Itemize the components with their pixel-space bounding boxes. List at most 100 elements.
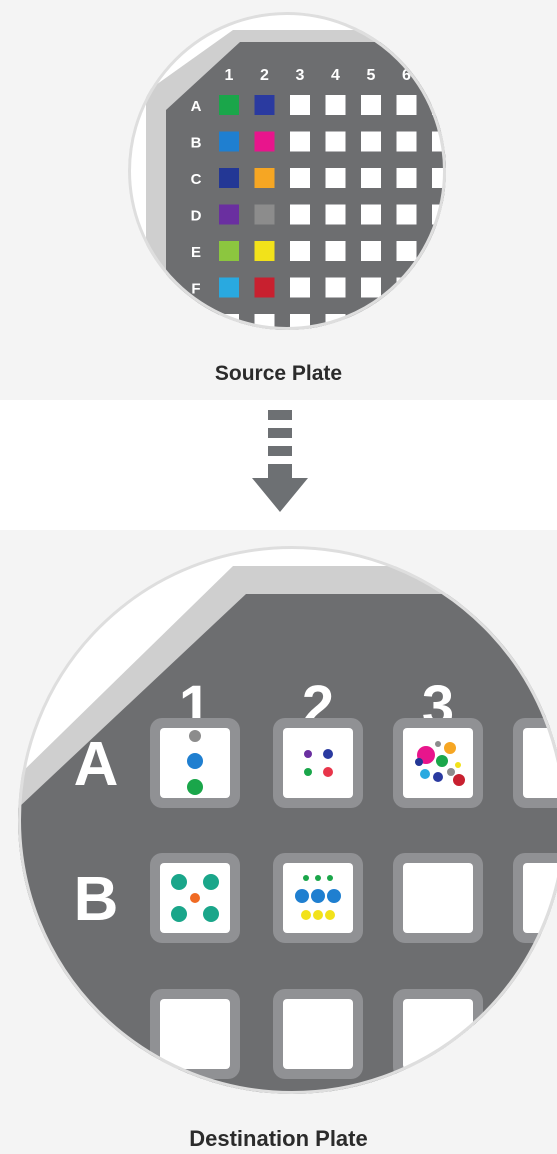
well-interior <box>403 863 473 933</box>
destination-well <box>513 853 557 943</box>
compound-droplet <box>301 910 311 920</box>
source-column-label: 6 <box>402 67 411 84</box>
compound-droplet <box>420 769 430 779</box>
source-filled-well <box>219 277 239 298</box>
destination-well <box>273 718 363 808</box>
compound-droplet <box>203 906 219 922</box>
destination-row-label: A <box>74 730 119 799</box>
source-empty-well <box>361 204 381 225</box>
source-row-label: D <box>191 208 202 225</box>
source-filled-well <box>219 241 239 261</box>
source-empty-well <box>396 131 417 152</box>
compound-droplet <box>323 749 333 759</box>
source-filled-well <box>219 95 239 115</box>
source-empty-well <box>361 95 381 115</box>
compound-droplet <box>203 874 219 890</box>
source-empty-well <box>290 277 310 298</box>
source-empty-well <box>290 131 310 152</box>
compound-droplet <box>313 910 323 920</box>
arrow-dash-1 <box>268 410 292 420</box>
source-column-label: 5 <box>367 67 376 84</box>
destination-well <box>513 718 557 808</box>
compound-droplet <box>435 741 441 747</box>
source-empty-well <box>325 131 346 152</box>
source-empty-well <box>325 204 346 225</box>
source-empty-well <box>325 95 346 115</box>
source-empty-well <box>325 277 346 298</box>
compound-droplet <box>327 875 333 881</box>
compound-droplet <box>189 730 201 742</box>
compound-droplet <box>303 875 309 881</box>
source-empty-well <box>325 168 346 188</box>
source-row-label: E <box>191 244 201 261</box>
source-empty-well <box>396 168 417 188</box>
well-interior <box>523 863 557 933</box>
source-filled-well <box>219 168 239 188</box>
source-empty-well <box>361 168 381 188</box>
source-empty-well <box>290 204 310 225</box>
source-column-label: 4 <box>331 67 340 84</box>
destination-well <box>393 718 483 808</box>
down-arrow-icon <box>252 410 308 512</box>
source-column-label: 3 <box>296 67 305 84</box>
well-interior <box>523 728 557 798</box>
source-empty-well <box>361 277 381 298</box>
arrow-dash-3 <box>268 446 292 456</box>
destination-row-label: B <box>74 865 119 934</box>
compound-droplet <box>171 906 187 922</box>
destination-well <box>273 989 363 1079</box>
source-empty-well <box>290 95 310 115</box>
source-empty-well <box>290 241 310 261</box>
source-empty-well <box>325 241 346 261</box>
compound-droplet <box>187 779 203 795</box>
destination-well <box>273 853 363 943</box>
source-empty-well <box>361 131 381 152</box>
compound-droplet <box>327 889 341 903</box>
destination-well <box>150 718 240 808</box>
compound-droplet <box>295 889 309 903</box>
source-column-label: 2 <box>260 67 269 84</box>
compound-droplet <box>171 874 187 890</box>
destination-well <box>150 989 240 1079</box>
source-filled-well <box>254 241 275 261</box>
source-filled-well <box>219 204 239 225</box>
compound-droplet <box>433 772 443 782</box>
source-column-label: 1 <box>225 67 234 84</box>
source-empty-well <box>396 95 417 115</box>
compound-droplet <box>304 750 312 758</box>
destination-well <box>393 853 483 943</box>
source-empty-well <box>361 241 381 261</box>
source-empty-well <box>254 314 275 330</box>
compound-droplet <box>323 767 333 777</box>
compound-droplet <box>447 768 455 776</box>
source-filled-well <box>219 131 239 152</box>
source-empty-well <box>396 204 417 225</box>
compound-droplet <box>187 753 203 769</box>
well-interior <box>283 999 353 1069</box>
destination-well <box>150 853 240 943</box>
source-filled-well <box>254 204 275 225</box>
destination-plate-caption: Destination Plate <box>189 1126 368 1151</box>
well-interior <box>283 728 353 798</box>
well-interior <box>160 999 230 1069</box>
source-empty-well <box>290 168 310 188</box>
source-row-label: B <box>191 135 202 152</box>
arrow-dash-2 <box>268 428 292 438</box>
compound-droplet <box>315 875 321 881</box>
source-row-label: F <box>191 281 200 298</box>
compound-droplet <box>325 910 335 920</box>
compound-droplet <box>415 758 423 766</box>
compound-droplet <box>455 762 461 768</box>
compound-droplet <box>190 893 200 903</box>
source-filled-well <box>254 131 275 152</box>
source-empty-well <box>396 241 417 261</box>
source-plate-caption: Source Plate <box>214 362 343 385</box>
source-empty-well <box>290 314 310 330</box>
compound-droplet <box>304 768 312 776</box>
source-filled-well <box>254 277 275 298</box>
source-row-label: C <box>191 171 202 188</box>
